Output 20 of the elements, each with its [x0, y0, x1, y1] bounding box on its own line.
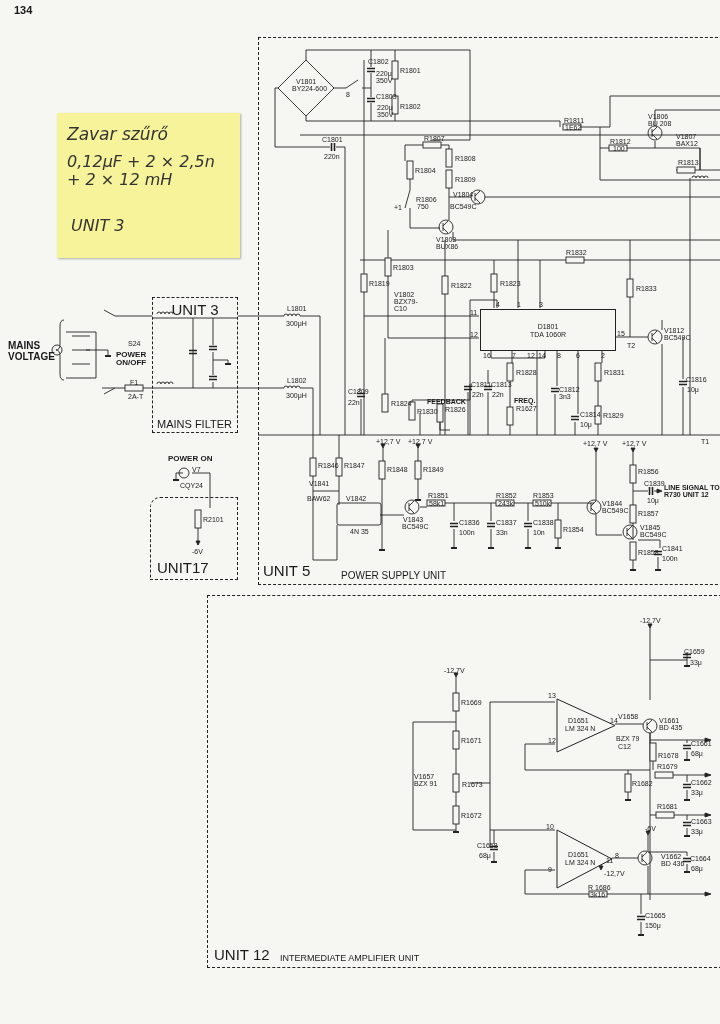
op-amp-symbol [556, 698, 616, 753]
sticky-note [57, 113, 240, 258]
unit-caption: POWER SUPPLY UNIT [341, 570, 448, 581]
unit-caption: MAINS FILTER [157, 418, 233, 431]
unit-boundary [258, 37, 720, 585]
note-text: 0,12μF + 2 × 2,5n + 2 × 12 mH [67, 153, 216, 189]
unit-title: UNIT 5 [263, 563, 312, 580]
page-number: 134 [14, 5, 33, 17]
unit-boundary [150, 497, 238, 580]
signal-label: POWER ON [168, 455, 213, 464]
note-text: UNIT 3 [71, 217, 126, 235]
unit-caption: INTERMEDIATE AMPLIFIER UNIT [280, 954, 421, 964]
note-heading: Zavar szűrő [67, 125, 169, 144]
signal-label: POWER ON/OFF [116, 351, 148, 368]
unit-title: UNIT 3 [170, 302, 220, 319]
unit-title: UNIT17 [157, 560, 210, 577]
filter-unit-box [152, 297, 238, 433]
ic-block [480, 309, 616, 351]
unit-boundary [207, 595, 720, 968]
signal-label: MAINS VOLTAGE [8, 341, 56, 362]
